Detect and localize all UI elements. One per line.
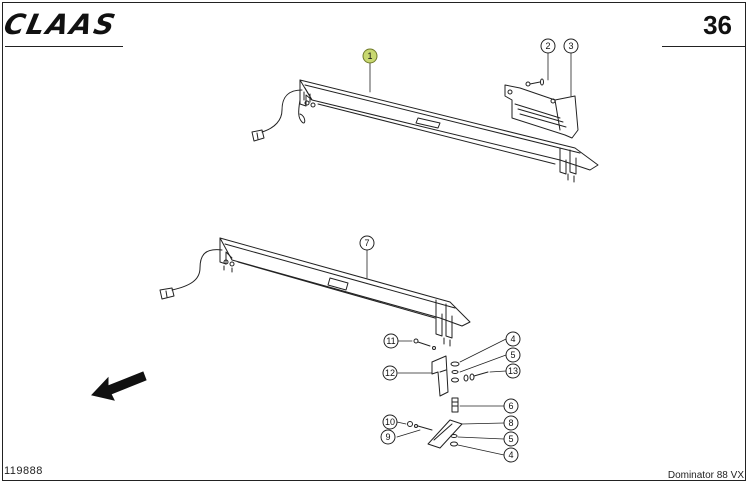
callout-label: 10 — [385, 417, 395, 427]
top-rail-assembly — [251, 79, 599, 183]
callout-c4b: 4 — [503, 447, 519, 463]
callout-label: 2 — [545, 41, 550, 51]
callout-label: 6 — [508, 401, 513, 411]
callout-circle — [563, 38, 579, 54]
callout-c12: 12 — [382, 365, 398, 381]
callout-circle — [505, 331, 521, 347]
callout-circle — [362, 48, 378, 64]
callout-label: 5 — [508, 434, 513, 444]
model-name: Dominator 88 VX — [667, 470, 744, 481]
callout-c7: 7 — [359, 235, 375, 251]
callout-label: 12 — [385, 368, 395, 378]
direction-arrow-icon — [91, 371, 147, 401]
callout-label: 11 — [386, 336, 395, 346]
callout-c10: 10 — [382, 414, 398, 430]
callout-circle — [380, 429, 396, 445]
callout-circle — [540, 38, 556, 54]
callout-label: 7 — [364, 238, 369, 248]
callout-c3: 3 — [563, 38, 579, 54]
callout-circle — [359, 235, 375, 251]
callout-circle — [382, 414, 398, 430]
mounting-hardware — [407, 338, 489, 449]
callout-c13: 13 — [505, 363, 521, 379]
bottom-rail-assembly — [159, 237, 471, 347]
callout-circle — [383, 333, 399, 349]
callout-c8: 8 — [503, 415, 519, 431]
document-id: 119888 — [4, 465, 43, 477]
callout-label: 5 — [510, 350, 515, 360]
callout-label: 9 — [385, 432, 390, 442]
callout-label: 13 — [508, 366, 518, 376]
side-plate-assembly — [504, 78, 579, 139]
callout-c9: 9 — [380, 429, 396, 445]
callout-circle — [382, 365, 398, 381]
page-frame — [2, 2, 746, 481]
callout-c2: 2 — [540, 38, 556, 54]
callout-c4a: 4 — [505, 331, 521, 347]
callout-label: 8 — [508, 418, 513, 428]
page-number-rule — [662, 46, 746, 47]
callout-circle — [503, 398, 519, 414]
logo-underline — [5, 46, 123, 47]
callout-circle — [505, 363, 521, 379]
callout-label: 1 — [367, 51, 372, 61]
callout-label: 4 — [508, 450, 513, 460]
callout-c5a: 5 — [505, 347, 521, 363]
callout-c5b: 5 — [503, 431, 519, 447]
page-number: 36 — [703, 10, 732, 40]
callout-circle — [505, 347, 521, 363]
callout-c6: 6 — [503, 398, 519, 414]
callout-circle — [503, 431, 519, 447]
leader-lines — [366, 51, 572, 456]
callout-label: 4 — [510, 334, 515, 344]
callout-label: 3 — [568, 41, 573, 51]
callout-c11: 11 — [383, 333, 399, 349]
callout-circle — [503, 447, 519, 463]
callout-circle — [503, 415, 519, 431]
callout-c1: 1 — [362, 48, 378, 64]
